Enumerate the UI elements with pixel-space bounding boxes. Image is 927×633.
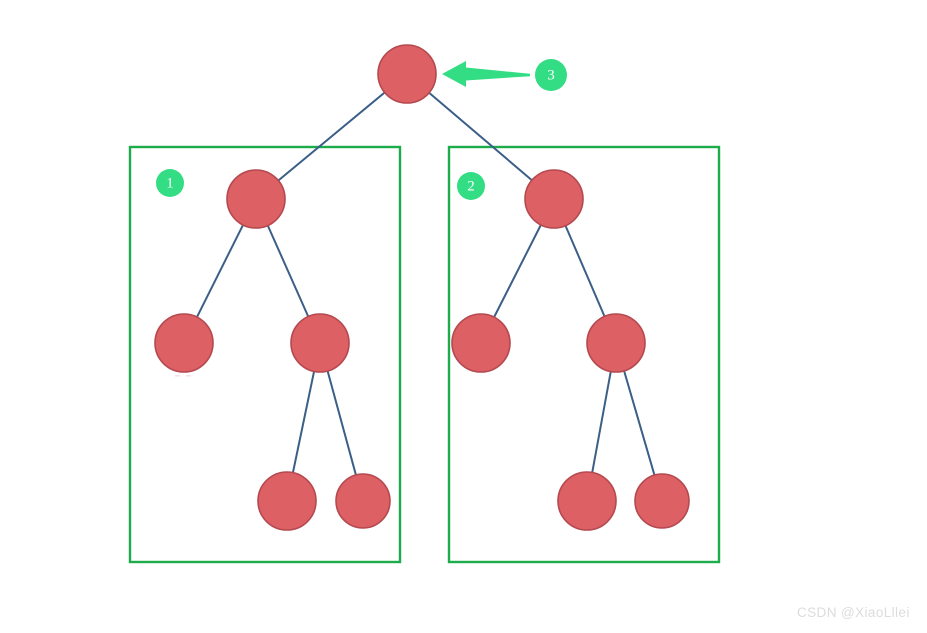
group-boxes (128, 145, 721, 564)
edge-l-right-l-leaf-a (291, 370, 316, 474)
badge-2-circle (457, 172, 485, 200)
edge-r-root-r-right (564, 224, 606, 318)
group-2-edges (493, 223, 656, 477)
tree-node-root[interactable] (377, 44, 437, 104)
badge-1[interactable]: 1 (156, 169, 184, 197)
badge-1-circle (156, 169, 184, 197)
tree-node-l-left[interactable] (154, 313, 214, 373)
tree-node-l-leaf-b[interactable] (335, 473, 391, 529)
tree-node-r-leaf-a[interactable] (557, 471, 617, 531)
group-box-1[interactable] (128, 145, 402, 564)
root-edges (277, 91, 533, 182)
edge-l-root-l-right (266, 224, 310, 318)
badge-3[interactable]: 3 (535, 59, 567, 91)
tree-node-r-right[interactable] (586, 313, 646, 373)
badge-2-label: 2 (467, 179, 475, 195)
badge-1-label: 1 (166, 176, 174, 192)
edge-l-right-l-leaf-b (326, 369, 357, 476)
edge-r-right-r-leaf-a (591, 370, 612, 474)
callout-arrow-icon (442, 61, 530, 87)
arrow-left-icon (442, 61, 530, 87)
tree-node-r-root[interactable] (524, 169, 584, 229)
badge-2[interactable]: 2 (457, 172, 485, 200)
badge-3-label: 3 (547, 68, 555, 84)
badges: 1 2 3 (156, 59, 567, 200)
tree-node-r-leaf-b[interactable] (634, 473, 690, 529)
badge-3-circle (535, 59, 567, 91)
tree-node-l-right[interactable] (290, 313, 350, 373)
group-box-2[interactable] (447, 145, 721, 564)
edge-l-root-l-left (195, 223, 245, 319)
tree-nodes (154, 44, 690, 531)
tree-node-r-left[interactable] (451, 313, 511, 373)
render-artifact (175, 375, 191, 377)
edge-root-to-left-subtree (277, 91, 386, 182)
watermark-label: CSDN @XiaoLllei (797, 605, 910, 620)
edge-r-right-r-leaf-b (623, 369, 656, 477)
edge-r-root-r-left (493, 223, 542, 319)
group-1-edges (195, 223, 357, 476)
tree-node-l-leaf-a[interactable] (257, 471, 317, 531)
tree-node-l-root[interactable] (226, 169, 286, 229)
edge-root-to-right-subtree (428, 91, 533, 182)
